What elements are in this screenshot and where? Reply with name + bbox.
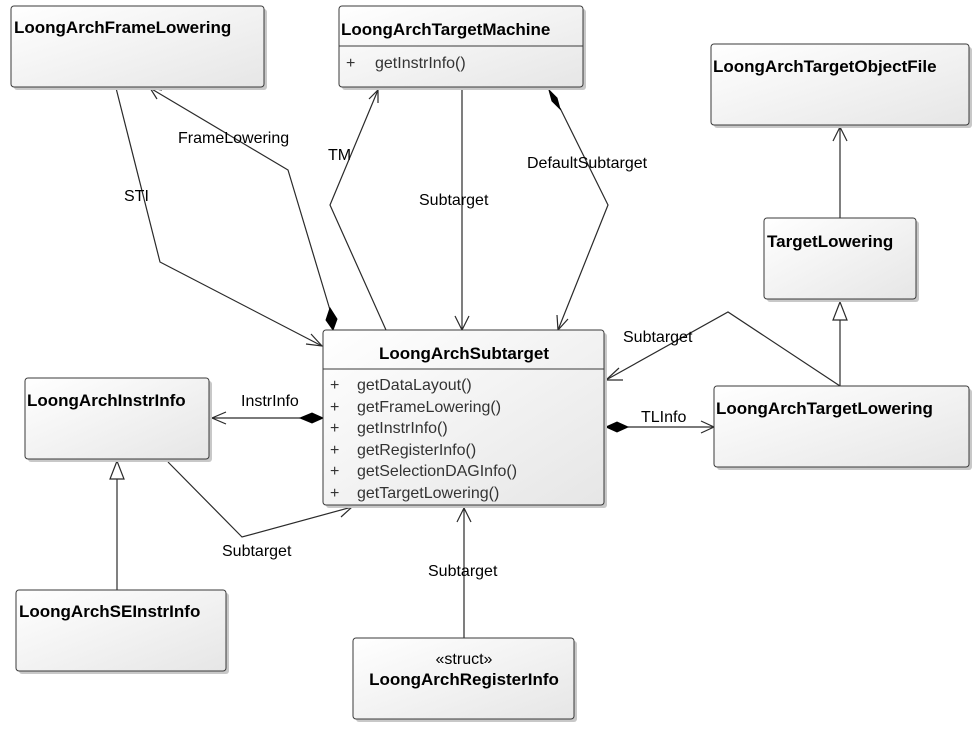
operation-get-data-layout: getDataLayout() [357,377,472,394]
operation-visibility: + [330,485,339,502]
edge-label-sti: STI [124,188,149,205]
class-name: LoongArchFrameLowering [14,18,231,37]
operation-get-instr-info: getInstrInfo() [357,420,448,437]
edge-frame-lowering: FrameLowering [148,87,338,332]
class-stereotype: «struct» [436,651,493,668]
class-name: LoongArchTargetObjectFile [713,57,937,76]
class-name: LoongArchInstrInfo [27,391,186,410]
edge-label-reg-subtarget: Subtarget [428,563,498,580]
edge-label-frame-lowering: FrameLowering [178,130,289,147]
class-target-lowering[interactable]: TargetLowering [763,217,919,302]
edge-label-subtarget-tm: Subtarget [419,192,489,209]
edge-label-tm: TM [328,147,351,164]
class-loongarch-instr-info[interactable]: LoongArchInstrInfo [24,377,212,462]
composition-diamond [325,306,338,332]
operation-visibility: + [330,420,339,437]
edge-default-subtarget: DefaultSubtarget [527,88,648,332]
class-loongarch-target-machine[interactable]: LoongArchTargetMachine + getInstrInfo() [338,5,586,90]
generalization-triangle [109,459,125,480]
generalization-triangle [832,300,848,321]
class-loongarch-se-instr-info[interactable]: LoongArchSEInstrInfo [15,589,229,674]
edge-reginfo-subtarget: Subtarget [428,506,498,638]
edge-se-inherits-instrinfo [109,459,125,590]
operation-get-selection-dag-info: getSelectionDAGInfo() [357,463,517,480]
operation-get-register-info: getRegisterInfo() [357,442,476,459]
class-loongarch-frame-lowering[interactable]: LoongArchFrameLowering [10,5,267,90]
edge-label-tl-info: TLInfo [641,409,686,426]
edge-targetlowering-subtarget: Subtarget [604,311,841,387]
edge-subtarget-from-tm: Subtarget [419,90,489,332]
class-name: LoongArchTargetLowering [716,399,933,418]
class-name: LoongArchTargetMachine [341,20,550,39]
class-loongarch-register-info[interactable]: «struct» LoongArchRegisterInfo [352,637,577,722]
edge-instr-info: InstrInfo [210,393,325,425]
composition-diamond [548,88,561,111]
composition-diamond [298,412,325,424]
edge-targetlowering-objectfile [832,125,848,218]
class-loongarch-target-lowering[interactable]: LoongArchTargetLowering [713,385,972,470]
edge-tl-inherits-targetlowering [832,300,848,386]
class-loongarch-target-object-file[interactable]: LoongArchTargetObjectFile [710,43,972,128]
class-name: TargetLowering [767,232,893,251]
class-loongarch-subtarget[interactable]: LoongArchSubtarget + getDataLayout() + g… [322,329,607,508]
class-name: LoongArchRegisterInfo [369,670,559,689]
operation-get-instr-info: getInstrInfo() [375,55,466,72]
operation-visibility: + [330,377,339,394]
operation-visibility: + [330,399,339,416]
composition-diamond [604,421,630,433]
operation-visibility: + [346,55,355,72]
edge-tl-info: TLInfo [604,409,716,434]
operation-visibility: + [330,442,339,459]
operation-get-frame-lowering: getFrameLowering() [357,399,501,416]
class-name: LoongArchSEInstrInfo [19,602,200,621]
edge-label-instr-subtarget: Subtarget [222,543,292,560]
operation-get-target-lowering: getTargetLowering() [357,485,499,502]
operation-visibility: + [330,463,339,480]
edge-label-instr-info: InstrInfo [241,393,299,410]
edge-label-default-subtarget: DefaultSubtarget [527,155,648,172]
edge-label-tl-subtarget: Subtarget [623,329,693,346]
edge-tm: TM [328,88,387,331]
edge-sti: STI [115,87,324,347]
class-name: LoongArchSubtarget [379,344,549,363]
